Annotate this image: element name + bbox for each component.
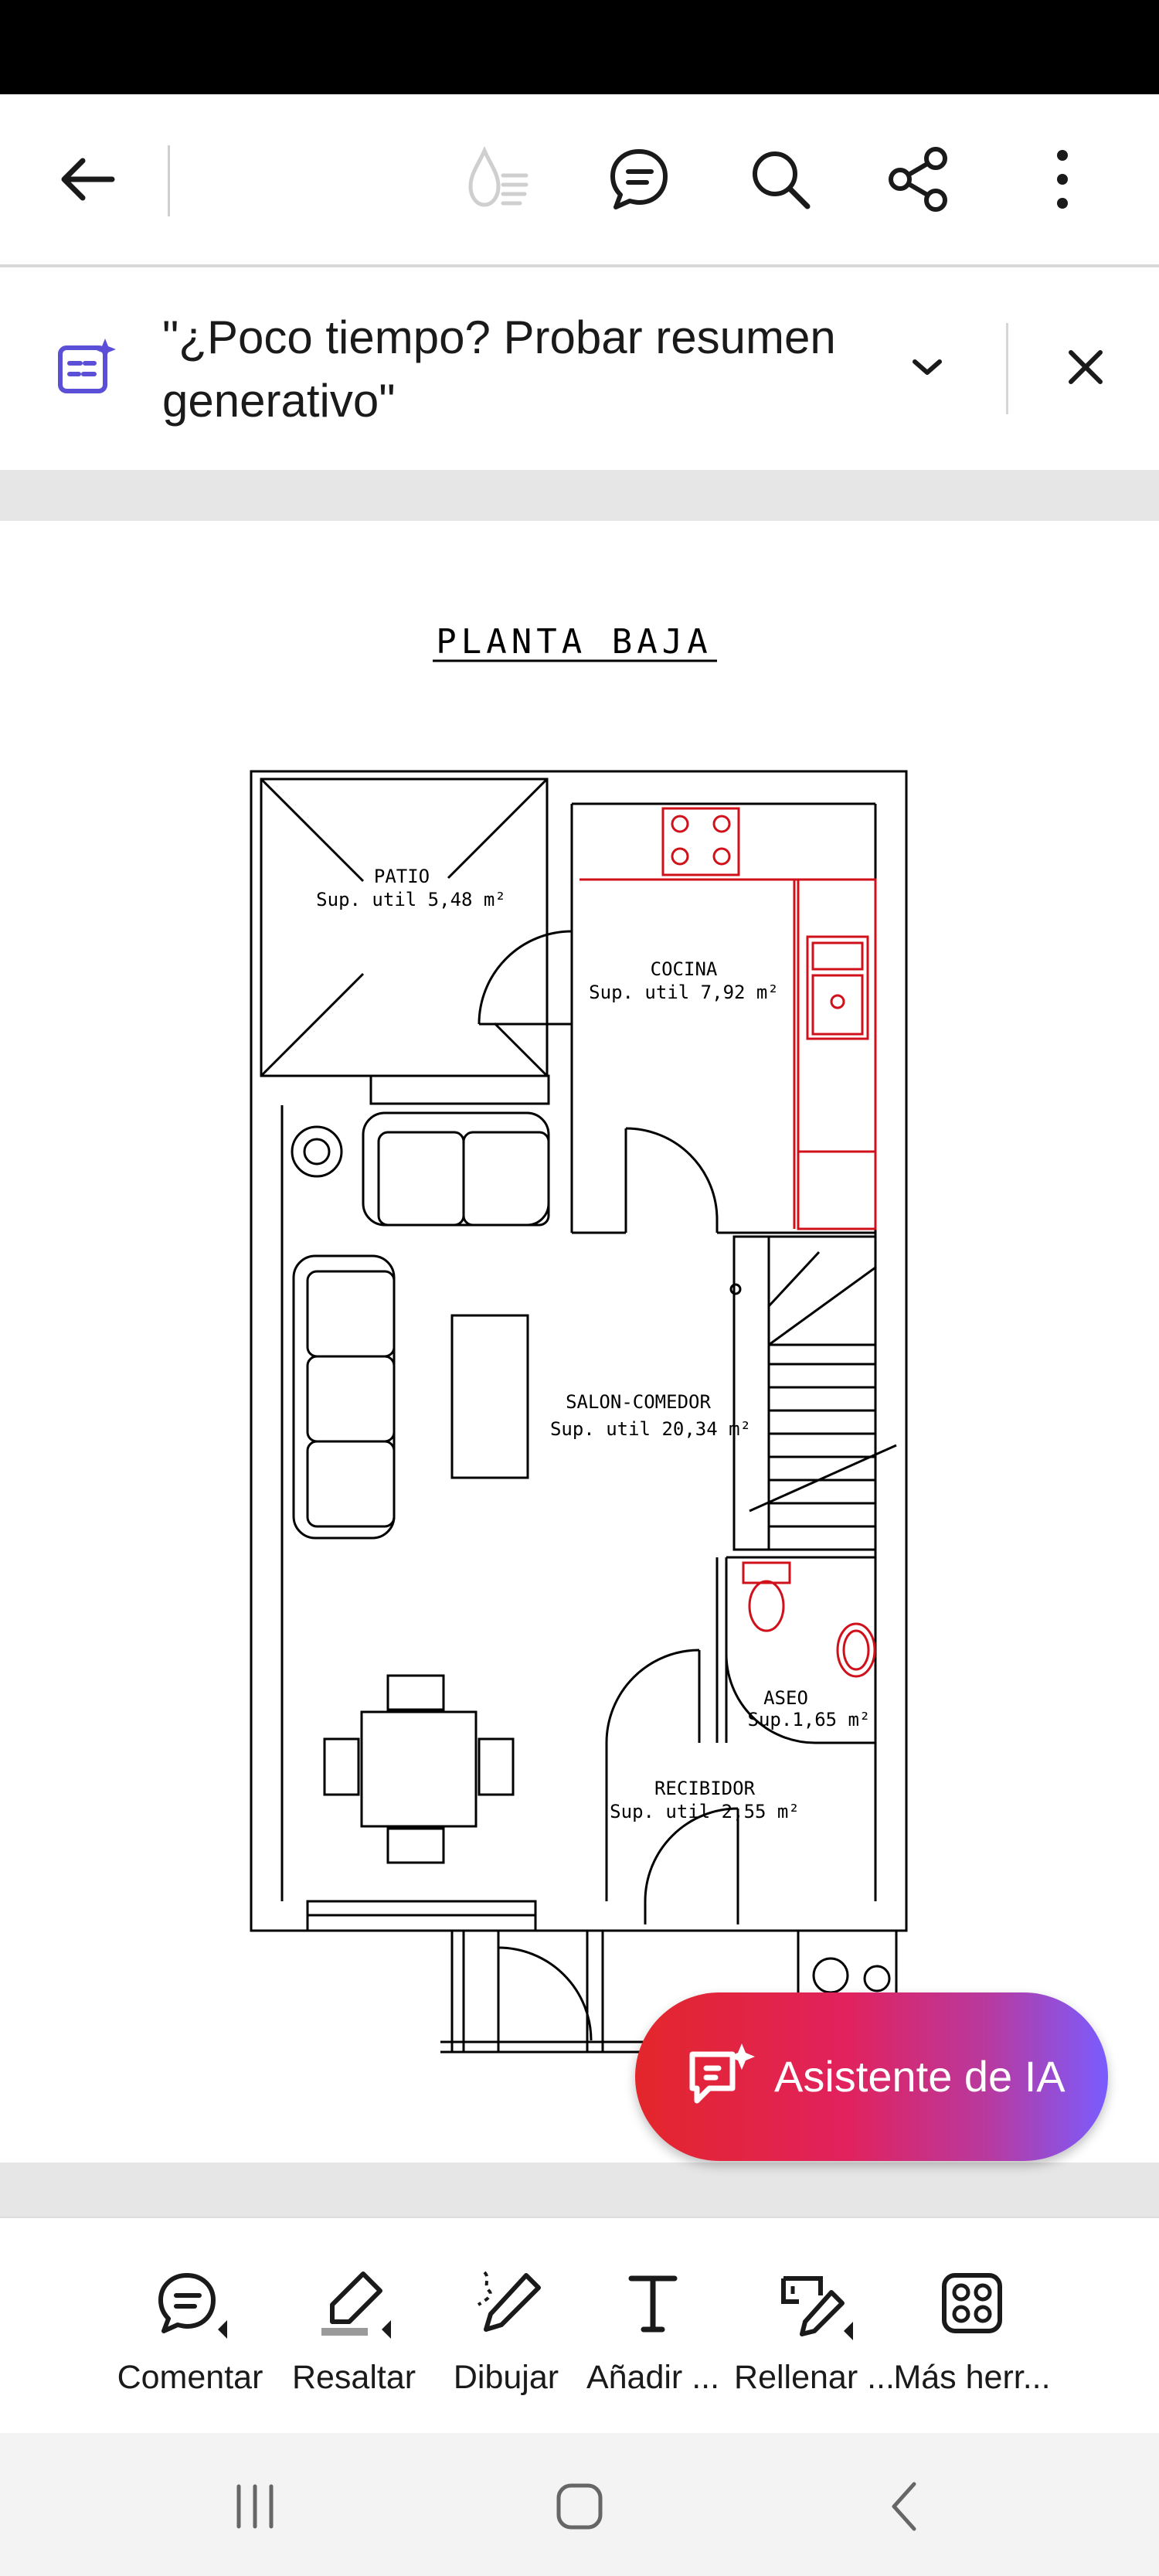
aseo-name: ASEO (763, 1687, 808, 1709)
liquid-mode-icon (468, 145, 529, 207)
share-button[interactable] (877, 94, 962, 264)
patio-name: PATIO (374, 866, 430, 887)
search-button[interactable] (738, 94, 823, 264)
salon-name: SALON-COMEDOR (566, 1391, 711, 1413)
more-vertical-icon (1057, 150, 1068, 209)
back-icon (892, 2482, 916, 2531)
living-furniture (291, 1111, 550, 1540)
status-bar (0, 0, 1159, 94)
fill-sign-tool-label: Rellenar ... (734, 2359, 895, 2396)
fill-sign-tool[interactable]: Rellenar ... (734, 2257, 895, 2411)
dining-table (323, 1674, 515, 1864)
draw-tool-label: Dibujar (453, 2359, 559, 2396)
ai-chat-sparkle-icon (689, 2043, 755, 2104)
comment-icon (158, 2273, 227, 2339)
expand-banner-button[interactable] (896, 332, 958, 402)
page-gap (0, 2163, 1159, 2217)
chevron-down-icon (913, 359, 942, 375)
home-icon (556, 2483, 603, 2530)
summary-banner-text[interactable]: "¿Poco tiempo? Probar resumen generativo… (162, 311, 836, 427)
kitchen-counter (580, 807, 877, 1230)
comment-bubble-icon (610, 149, 668, 209)
cocina-name: COCINA (651, 958, 718, 980)
add-text-tool[interactable]: Añadir ... (576, 2257, 730, 2411)
close-banner-button[interactable] (1051, 332, 1120, 402)
arrow-left-icon (61, 158, 115, 201)
comment-tool-label: Comentar (117, 2359, 263, 2396)
system-nav-bar (0, 2433, 1159, 2576)
draw-pencil-icon (477, 2271, 541, 2332)
recibidor-area-label: Sup. util 2,55 m² (610, 1801, 800, 1822)
highlighter-icon (321, 2271, 391, 2339)
cocina-area-label: Sup. util 7,92 m² (589, 982, 779, 1003)
ai-assistant-button[interactable]: Asistente de IA (635, 1992, 1108, 2161)
aseo-walls (715, 1556, 875, 1744)
floor-plan-drawing: PLANTA BAJA PATIO Sup. util 5,48 m² (250, 622, 908, 2054)
page-gap (0, 470, 1159, 521)
recent-apps-icon (236, 2484, 274, 2529)
patio-door (478, 867, 573, 1026)
share-icon (889, 147, 947, 212)
toolbar-divider (168, 145, 170, 216)
aseo-area-label: Sup.1,65 m² (748, 1709, 871, 1730)
patio-area (260, 778, 550, 1105)
liquid-mode-button[interactable] (456, 94, 541, 264)
ai-assistant-label[interactable]: Asistente de IA (774, 2052, 1066, 2101)
add-text-icon (628, 2275, 678, 2333)
close-icon (1069, 350, 1103, 384)
banner-divider (1006, 323, 1008, 414)
kitchen-walls (570, 802, 875, 1234)
system-back-button[interactable] (865, 2472, 943, 2541)
ai-summary-icon (58, 339, 116, 393)
document-page[interactable]: PLANTA BAJA PATIO Sup. util 5,48 m² (0, 521, 1159, 2163)
draw-tool[interactable]: Dibujar (429, 2257, 583, 2411)
aseo-fixtures (742, 1561, 876, 1678)
recent-apps-button[interactable] (216, 2472, 294, 2541)
recibidor-name: RECIBIDOR (654, 1778, 756, 1799)
salon-area-label: Sup. util 20,34 m² (550, 1418, 751, 1440)
more-tools-icon (942, 2273, 1002, 2333)
more-options-button[interactable] (1020, 94, 1105, 264)
back-button[interactable] (45, 94, 130, 264)
patio-area-label: Sup. util 5,48 m² (316, 889, 506, 910)
home-button[interactable] (541, 2472, 618, 2541)
highlight-tool-label: Resaltar (291, 2359, 416, 2396)
highlight-tool[interactable]: Resaltar (277, 2257, 431, 2411)
comment-tool[interactable]: Comentar (113, 2257, 267, 2411)
more-tools-button[interactable]: Más herr... (893, 2257, 1051, 2411)
recibidor-walls (605, 1649, 739, 1924)
comments-button[interactable] (596, 94, 681, 264)
top-toolbar (0, 94, 1159, 267)
plan-title: PLANTA BAJA (436, 622, 712, 662)
more-tools-label: Más herr... (893, 2359, 1051, 2396)
staircase (729, 1235, 897, 1551)
summary-banner[interactable] (0, 267, 1159, 470)
add-text-tool-label: Añadir ... (586, 2359, 720, 2396)
search-icon (753, 151, 811, 209)
fill-sign-icon (781, 2276, 853, 2340)
